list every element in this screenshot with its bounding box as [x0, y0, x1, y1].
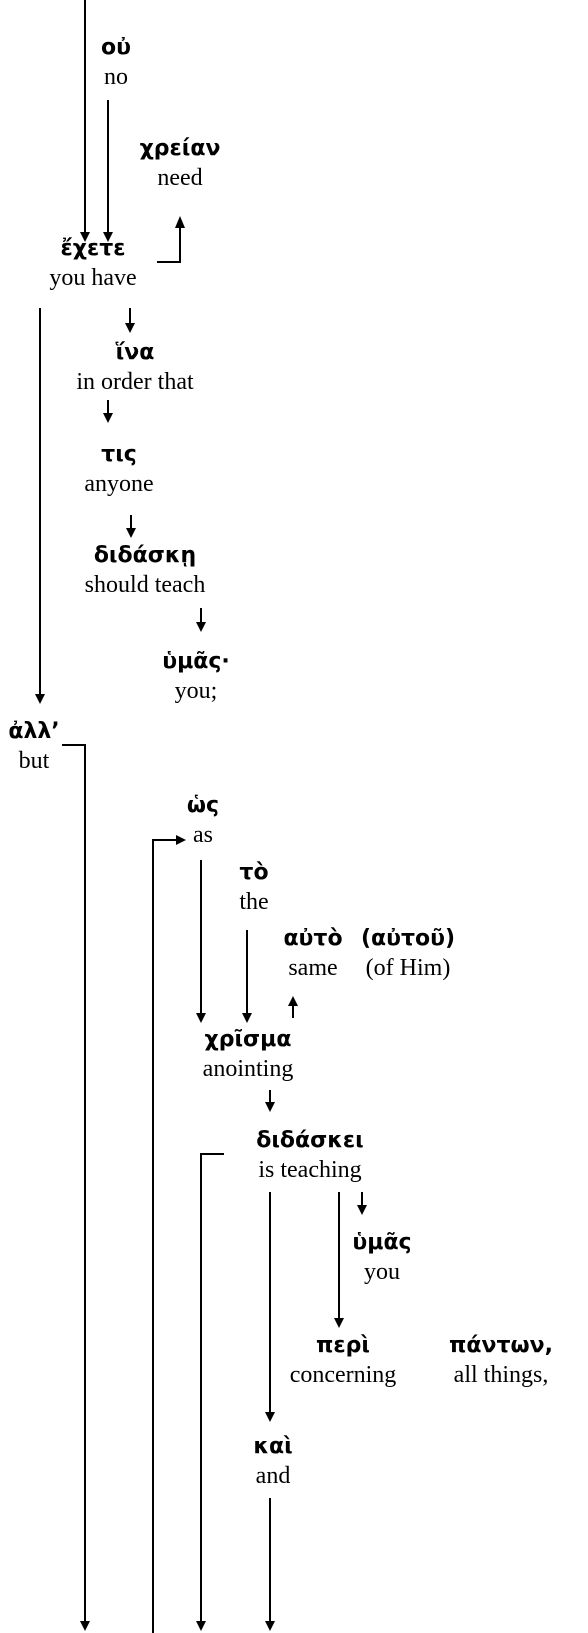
- english-gloss: anyone: [84, 471, 154, 497]
- greek-word: τὸ: [239, 860, 269, 885]
- english-gloss: need: [157, 165, 203, 191]
- greek-word: οὐ: [101, 35, 131, 60]
- english-gloss: in order that: [76, 369, 194, 395]
- word-all: ἀλλ’ but: [8, 717, 59, 775]
- greek-word: ὑμᾶς: [352, 1230, 412, 1255]
- arrowhead: [265, 1621, 275, 1631]
- greek-word: περὶ: [316, 1333, 370, 1358]
- word-hina: ἵνα in order that: [76, 338, 193, 396]
- word-auto: αὐτὸ same: [283, 924, 342, 982]
- arrowhead: [175, 216, 185, 228]
- word-chreian: χρείαν need: [140, 134, 221, 192]
- greek-word: (αὐτοῦ): [360, 926, 456, 951]
- word-peri: περὶ concerning: [290, 1331, 397, 1389]
- greek-word: διδάσκῃ: [93, 543, 197, 568]
- arrowhead: [196, 622, 206, 632]
- english-gloss: all things,: [453, 1362, 549, 1388]
- english-gloss: but: [18, 748, 50, 774]
- english-gloss: and: [255, 1463, 291, 1489]
- greek-word: ἔχετε: [60, 236, 126, 261]
- arrowhead: [265, 1102, 275, 1112]
- arrowhead: [334, 1318, 344, 1328]
- arrowhead: [242, 1013, 252, 1023]
- word-ou: οὐ no: [101, 33, 131, 91]
- english-gloss: anointing: [202, 1056, 294, 1082]
- connector-line: [62, 744, 86, 1625]
- arrowhead: [80, 232, 90, 242]
- english-gloss: concerning: [289, 1362, 397, 1388]
- arrowhead: [80, 1621, 90, 1631]
- english-gloss: no: [103, 64, 128, 90]
- greek-word: χρῖσμα: [204, 1027, 292, 1052]
- word-didaskei: διδάσκει is teaching: [256, 1126, 364, 1184]
- greek-word: καὶ: [253, 1434, 293, 1459]
- english-gloss: you have: [49, 265, 137, 291]
- greek-word: ἀλλ’: [8, 719, 60, 744]
- arrowhead: [176, 835, 186, 845]
- english-gloss: the: [239, 889, 269, 915]
- word-tis: τις anyone: [84, 440, 153, 498]
- greek-word: ὡς: [186, 793, 220, 818]
- english-gloss: as: [192, 822, 213, 848]
- greek-word: χρείαν: [139, 136, 221, 161]
- word-didaske: διδάσκῃ should teach: [85, 541, 206, 599]
- arrowhead: [103, 232, 113, 242]
- english-gloss: should teach: [84, 572, 206, 598]
- arrowhead: [125, 323, 135, 333]
- word-hymas-1: ὑμᾶς· you;: [162, 647, 230, 705]
- english-gloss: is teaching: [258, 1157, 362, 1183]
- word-autou: (αὐτοῦ) (of Him): [361, 924, 455, 982]
- arrowhead: [126, 528, 136, 538]
- arrowhead: [35, 694, 45, 704]
- arrowhead: [103, 413, 113, 423]
- english-gloss: (of Him): [365, 955, 451, 981]
- word-chrisma: χρῖσμα anointing: [203, 1025, 294, 1083]
- arrowhead: [196, 1621, 206, 1631]
- greek-word: τις: [101, 442, 137, 467]
- word-to: τὸ the: [239, 858, 268, 916]
- english-gloss: same: [288, 955, 338, 981]
- connector-line: [152, 839, 178, 1633]
- greek-word: ὑμᾶς·: [162, 649, 230, 674]
- connector-line: [157, 226, 181, 263]
- word-panton: πάντων, all things,: [449, 1331, 553, 1389]
- arrowhead: [288, 996, 298, 1006]
- english-gloss: you: [363, 1259, 400, 1285]
- arrowhead: [265, 1412, 275, 1422]
- word-hos: ὡς as: [187, 791, 219, 849]
- arrowhead: [196, 1013, 206, 1023]
- english-gloss: you;: [174, 678, 218, 704]
- word-kai: καὶ and: [253, 1432, 292, 1490]
- greek-word: αὐτὸ: [283, 926, 343, 951]
- word-echete: ἔχετε you have: [49, 234, 136, 292]
- greek-word: πάντων,: [448, 1333, 554, 1358]
- arrowhead: [357, 1205, 367, 1215]
- greek-word: διδάσκει: [256, 1128, 364, 1153]
- greek-word: ἵνα: [115, 340, 155, 365]
- word-hymas-2: ὑμᾶς you: [352, 1228, 411, 1286]
- connector-line: [200, 1153, 224, 1625]
